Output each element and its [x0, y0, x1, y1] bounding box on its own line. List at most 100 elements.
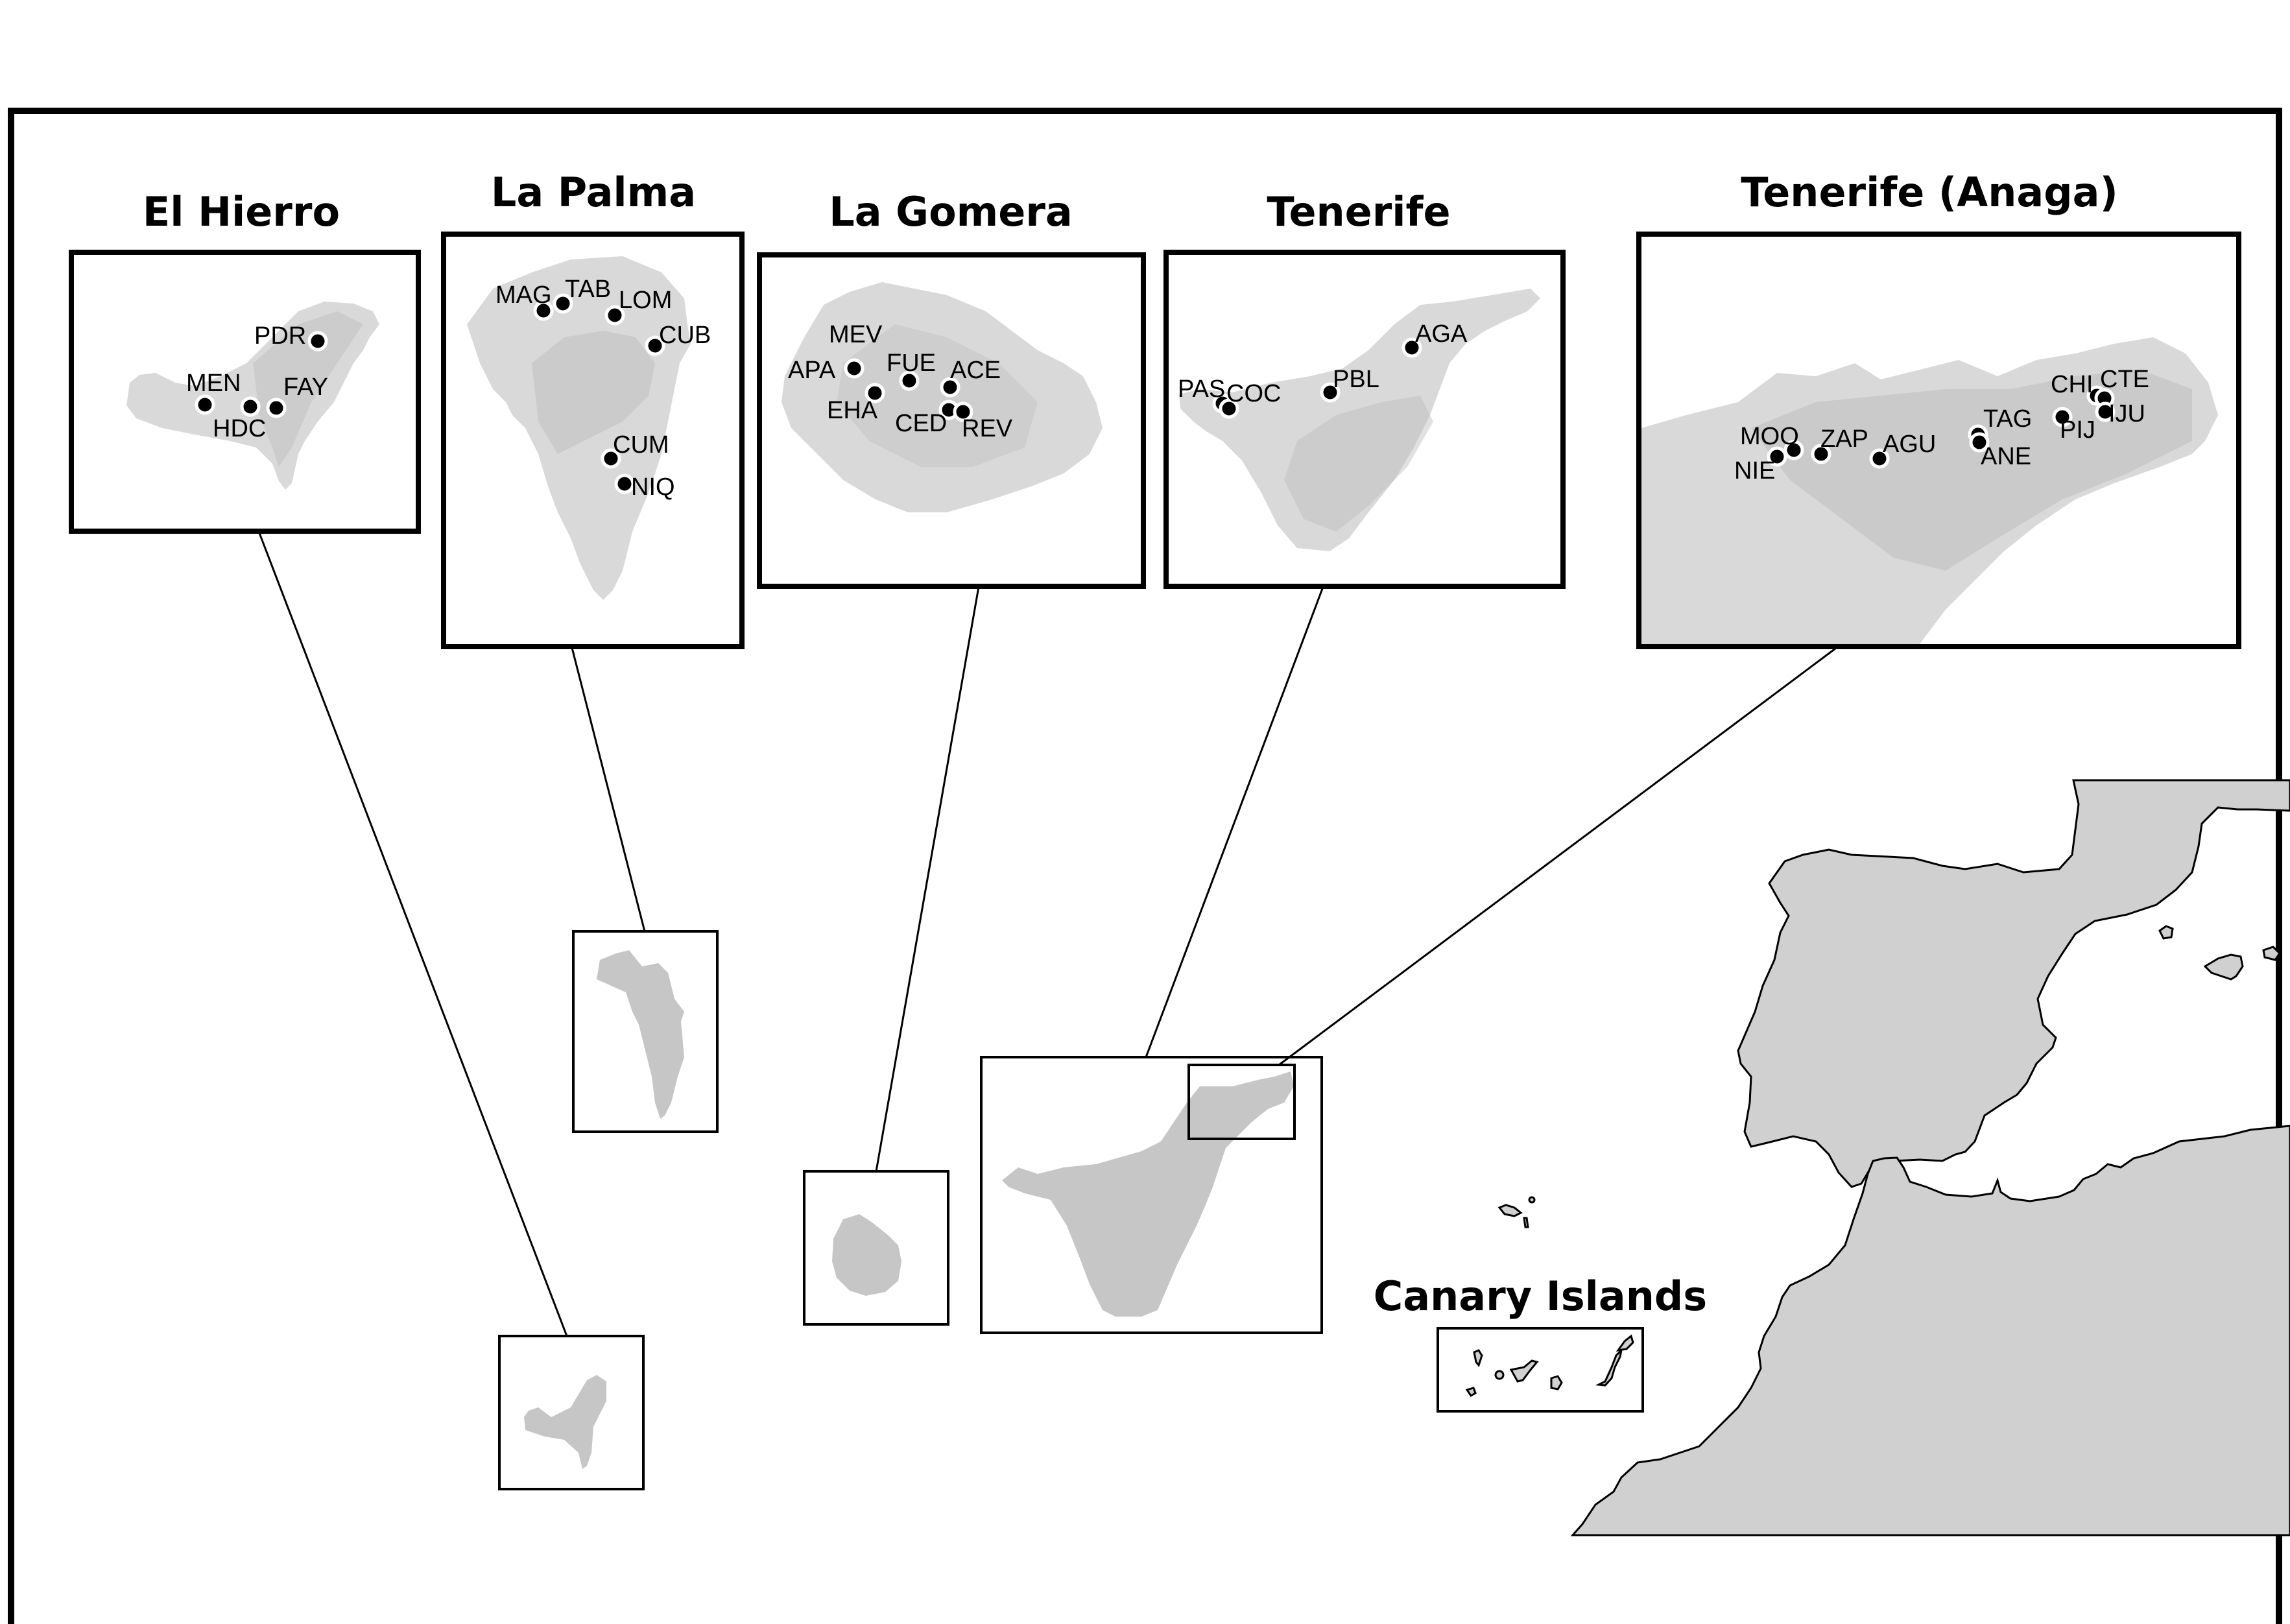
site-label-nie: NIE [1734, 457, 1775, 484]
site-marker-mag [533, 300, 554, 321]
site-label-aga: AGA [1415, 320, 1468, 348]
panel-title-el-hierro: El Hierro [143, 188, 340, 235]
relief-tenerife [1179, 289, 1540, 551]
connector-tenerife [1145, 586, 1324, 1058]
overview-canary-islands [1465, 1334, 1634, 1397]
site-label-mag: MAG [495, 281, 552, 309]
madeira [1497, 1204, 1523, 1217]
relief-shading-la-palma [532, 331, 655, 454]
site-label-cte: CTE [2100, 366, 2149, 393]
site-label-agu: AGU [1883, 431, 1936, 458]
locator-box-tenerife [980, 1056, 1323, 1334]
panel-title-tenerife-anaga: Tenerife (Anaga) [1741, 169, 2118, 216]
panel-tenerife-anaga: Tenerife (Anaga) CHI CTE TAG PIJ IJU MOO ZAP AG… [1636, 169, 2241, 649]
site-marker-iju [2095, 401, 2116, 422]
overview-lanzarote [1616, 1334, 1634, 1352]
mallorca [2203, 953, 2244, 981]
site-marker-rev [953, 401, 973, 422]
site-label-men: MEN [186, 370, 241, 397]
site-marker-agu [1869, 448, 1890, 469]
relief-la-gomera [781, 282, 1103, 512]
site-label-hdc: HDC [213, 415, 266, 442]
locator-box-el-hierro [498, 1335, 645, 1490]
locator-box-anaga [1187, 1064, 1296, 1140]
site-label-chi: CHI [2051, 371, 2093, 398]
site-marker-coc [1219, 398, 1239, 419]
desertas [1523, 1217, 1529, 1228]
site-label-cub: CUB [659, 322, 711, 349]
site-marker-tab [553, 293, 573, 314]
relief-shading-el-hierro [253, 311, 363, 467]
site-marker-apa [844, 358, 865, 379]
panel-frame-la-gomera [757, 252, 1146, 589]
site-label-rev: REV [962, 415, 1013, 442]
site-label-fay: FAY [283, 374, 328, 401]
site-marker-aga [1401, 337, 1422, 358]
porto-santo [1528, 1196, 1536, 1204]
outer-frame [8, 108, 2282, 1624]
overview-gran-canaria [1550, 1375, 1563, 1391]
panel-frame-la-palma [441, 232, 745, 649]
overview-map: Canary Islands [1374, 779, 2290, 1536]
site-marker-ace [940, 377, 960, 398]
site-label-niq: NIQ [631, 473, 675, 501]
locator-tenerife-island [1002, 1071, 1294, 1317]
site-marker-pij [2052, 407, 2073, 427]
locator-boxes [498, 930, 1323, 1490]
site-marker-moo [1783, 440, 1804, 460]
site-marker-cub [645, 335, 665, 356]
menorca [2262, 946, 2281, 961]
site-label-pij: PIJ [2060, 416, 2095, 444]
panel-frame-el-hierro [69, 250, 421, 534]
overview-la-palma [1473, 1349, 1483, 1368]
panel-title-la-palma: La Palma [491, 169, 696, 216]
site-label-tab: TAB [565, 276, 611, 303]
north-africa [1570, 1125, 2290, 1536]
overview-fuerteventura [1595, 1347, 1623, 1387]
connector-anaga [1278, 647, 1836, 1066]
site-label-fue: FUE [887, 350, 936, 377]
site-label-zap: ZAP [1820, 425, 1868, 453]
site-label-moo: MOO [1740, 423, 1799, 450]
panel-el-hierro: El Hierro PDR MEN HDC FAY [69, 188, 421, 534]
site-label-tag: TAG [1983, 405, 2032, 433]
locator-el-hierro-island [524, 1375, 606, 1469]
site-marker-fue [899, 370, 920, 391]
site-label-pbl: PBL [1333, 366, 1379, 393]
site-marker-lom [604, 305, 625, 326]
site-label-ace: ACE [950, 357, 1001, 384]
site-label-lom: LOM [619, 287, 672, 314]
site-marker-eha [865, 383, 885, 403]
site-marker-nie [1767, 446, 1787, 467]
site-marker-fay [266, 398, 287, 418]
connector-lines [258, 532, 1836, 1337]
panel-title-la-gomera: La Gomera [829, 188, 1072, 235]
locator-la-gomera-island [832, 1214, 901, 1296]
site-label-coc: COC [1226, 380, 1281, 407]
panel-title-tenerife: Tenerife [1267, 188, 1450, 235]
site-label-pdr: PDR [254, 322, 306, 350]
site-label-iju: IJU [2108, 400, 2145, 427]
connector-el-hierro [258, 532, 568, 1337]
connector-la-palma [571, 647, 646, 932]
site-label-pas: PAS [1178, 376, 1225, 403]
site-label-mev: MEV [829, 321, 883, 348]
site-marker-pbl [1320, 382, 1341, 403]
site-marker-hdc [240, 396, 261, 417]
relief-shading-tenerife [1284, 396, 1433, 532]
overview-tenerife [1509, 1359, 1539, 1383]
site-marker-cum [601, 448, 621, 469]
site-marker-pdr [307, 331, 328, 352]
canary-islands-label: Canary Islands [1374, 1272, 1707, 1320]
overview-el-hierro [1465, 1387, 1477, 1397]
connector-la-gomera [875, 586, 980, 1172]
locator-la-palma-island [597, 950, 684, 1119]
relief-shading-la-gomera [837, 324, 1038, 467]
canary-islands-extent-box [1437, 1327, 1644, 1413]
